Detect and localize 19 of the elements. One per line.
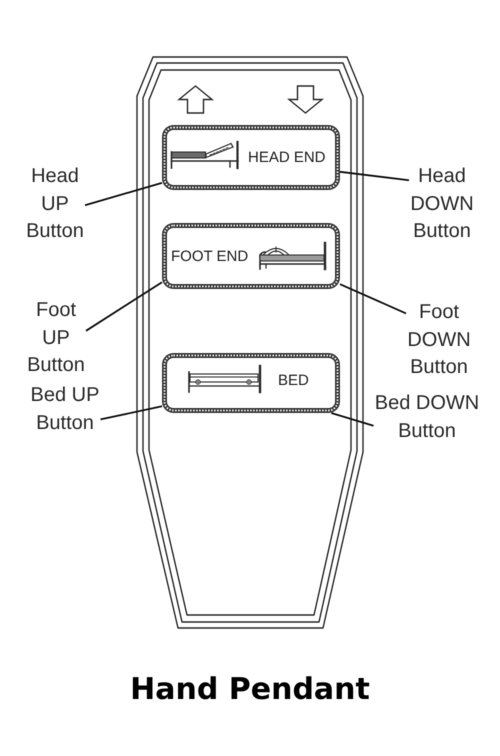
leader-line xyxy=(340,283,406,314)
callout-label: Bed DOWN Button xyxy=(374,390,480,445)
leader-line xyxy=(84,182,162,206)
callout-label: Foot UP Button xyxy=(26,297,86,380)
leader-line xyxy=(86,281,162,332)
pendant-key xyxy=(162,353,340,413)
leader-line xyxy=(100,405,162,420)
leader-line xyxy=(331,412,374,427)
key-caption: BED xyxy=(278,372,309,390)
leader-line xyxy=(340,170,410,182)
key-caption: FOOT END xyxy=(171,248,248,266)
callout-label: Foot DOWN Button xyxy=(406,299,472,382)
callout-label: Head DOWN Button xyxy=(409,163,475,246)
pendant-key xyxy=(162,125,340,190)
callout-label: Bed UP Button xyxy=(30,382,100,437)
key-caption: HEAD END xyxy=(248,149,326,167)
pendant-key xyxy=(162,223,340,289)
diagram-title: Hand Pendant xyxy=(130,671,370,709)
callout-label: Head UP Button xyxy=(25,163,85,246)
